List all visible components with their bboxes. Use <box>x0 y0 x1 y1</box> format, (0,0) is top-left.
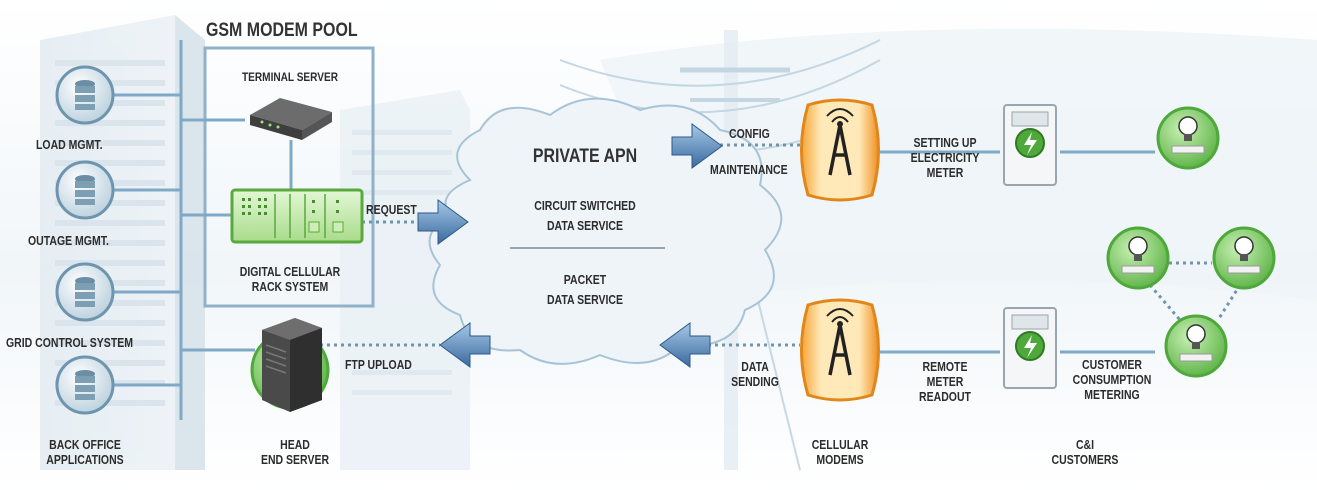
outage-mgmt-database-icon <box>55 160 115 220</box>
request-arrow-icon <box>417 199 469 245</box>
data-sending-arrow-icon <box>659 322 711 368</box>
grid-control-label: GRID CONTROL SYSTEM <box>6 336 133 350</box>
customer-bulb-right-icon <box>1212 226 1276 290</box>
ci-customers-label: C&I CUSTOMERS <box>1051 438 1119 467</box>
request-label: REQUEST <box>366 203 417 217</box>
back-office-database-icon <box>55 355 115 415</box>
ftp-upload-label: FTP UPLOAD <box>345 358 412 372</box>
head-end-server-icon <box>250 318 330 412</box>
packet-data-label: PACKET DATA SERVICE <box>546 273 624 307</box>
head-end-server-label: HEAD END SERVER <box>260 438 330 467</box>
circuit-switched-label: CIRCUIT SWITCHED DATA SERVICE <box>534 199 636 233</box>
customer-bulb-bottom-icon <box>1164 314 1228 378</box>
config-arrow-icon <box>671 123 723 169</box>
electricity-meter-bottom-icon <box>1003 307 1057 389</box>
customer-consumption-label: CUSTOMER CONSUMPTION METERING <box>1072 358 1152 402</box>
customer-bulb-left-icon <box>1106 226 1170 290</box>
gsm-modem-pool-title: GSM MODEM POOL <box>206 20 358 41</box>
private-apn-title: PRIVATE APN <box>532 146 638 167</box>
cellular-modem-data-icon <box>800 298 880 402</box>
maintenance-label: MAINTENANCE <box>710 163 788 177</box>
remote-meter-readout-label: REMOTE METER READOUT <box>919 360 971 404</box>
load-mgmt-label: LOAD MGMT. <box>36 138 103 152</box>
digital-cellular-rack-label: DIGITAL CELLULAR RACK SYSTEM <box>239 265 341 294</box>
config-label: CONFIG <box>729 127 770 141</box>
terminal-server-label: TERMINAL SERVER <box>242 70 338 84</box>
data-sending-label: DATA SENDING <box>731 360 779 389</box>
electricity-meter-top-icon <box>1003 104 1057 186</box>
setting-up-meter-label: SETTING UP ELECTRICITY METER <box>910 136 980 180</box>
cellular-modems-label: CELLULAR MODEMS <box>811 438 869 467</box>
cellular-modem-config-icon <box>800 98 880 202</box>
gsm-modem-pool-frame <box>203 46 375 308</box>
customer-bulb-top-icon <box>1156 106 1220 170</box>
grid-control-database-icon <box>55 262 115 322</box>
back-office-label: BACK OFFICE APPLICATIONS <box>46 438 124 467</box>
outage-mgmt-label: OUTAGE MGMT. <box>28 234 109 248</box>
ftp-upload-arrow-icon <box>439 322 491 368</box>
terminal-server-icon <box>250 98 332 140</box>
digital-cellular-rack-icon <box>230 188 364 244</box>
load-mgmt-database-icon <box>55 65 115 125</box>
